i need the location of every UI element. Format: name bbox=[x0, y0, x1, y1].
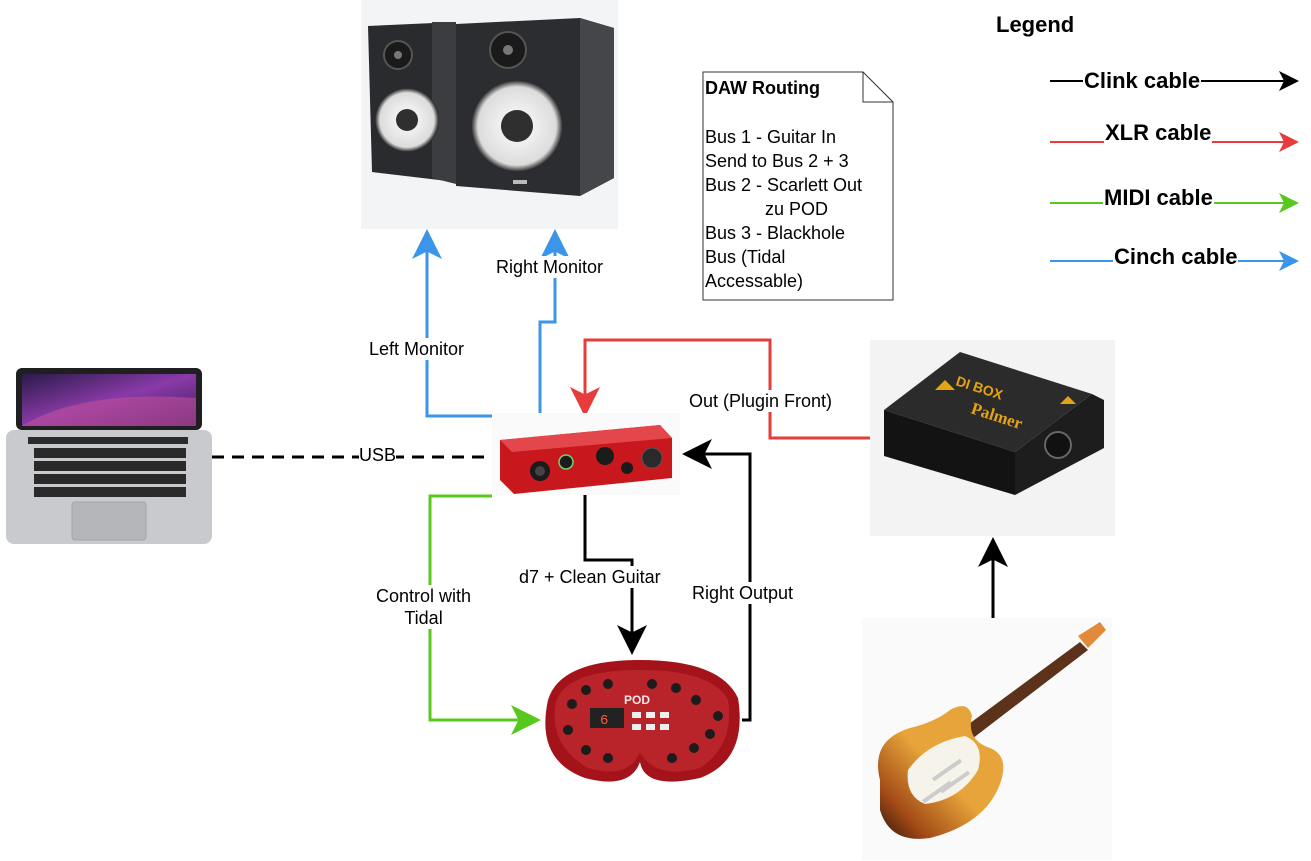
electric-guitar bbox=[862, 618, 1112, 860]
edge-label-right-output: Right Output bbox=[692, 582, 794, 604]
note-line: Bus 2 - Scarlett Out bbox=[705, 175, 863, 195]
note-line: Bus 1 - Guitar In bbox=[705, 127, 837, 147]
edge-label-d7-clean-guitar: d7 + Clean Guitar bbox=[519, 566, 661, 588]
di-out-cable bbox=[570, 338, 870, 440]
legend-label-midi: MIDI cable bbox=[1103, 185, 1214, 211]
edge-label-control-with-tidal: Control with Tidal bbox=[376, 585, 472, 629]
edge-label-out-plugin-front: Out (Plugin Front) bbox=[689, 390, 833, 412]
note-line: Bus 3 - Blackhole bbox=[705, 223, 846, 243]
pod-logo: POD bbox=[624, 693, 650, 707]
left-monitor-cable bbox=[412, 229, 492, 418]
audio-interface bbox=[492, 413, 680, 495]
legend-lines bbox=[1050, 71, 1299, 271]
macbook-laptop bbox=[6, 368, 212, 544]
legend-title: Legend bbox=[996, 12, 1075, 37]
interface-to-pod-cable bbox=[583, 495, 647, 655]
edge-label-right-monitor: Right Monitor bbox=[496, 256, 604, 278]
legend-label-cinch: Cinch cable bbox=[1113, 244, 1239, 270]
note-line: Send to Bus 2 + 3 bbox=[705, 151, 849, 171]
edge-label-left-monitor: Left Monitor bbox=[369, 338, 465, 360]
edge-label-usb: USB bbox=[359, 444, 397, 466]
pod-amp-modeler: 6 POD bbox=[545, 660, 740, 782]
note-line: Bus (Tidal bbox=[705, 247, 786, 267]
note-line: Accessable) bbox=[705, 271, 804, 291]
pod-screen: 6 bbox=[600, 713, 608, 729]
daw-routing-note bbox=[702, 71, 894, 301]
legend-label-xlr: XLR cable bbox=[1104, 120, 1213, 146]
di-box: Palmer DI BOX bbox=[870, 340, 1115, 536]
note-line: zu POD bbox=[705, 199, 829, 219]
note-title: DAW Routing bbox=[705, 78, 820, 98]
studio-monitors bbox=[361, 0, 618, 229]
legend-label-clink: Clink cable bbox=[1083, 68, 1202, 94]
